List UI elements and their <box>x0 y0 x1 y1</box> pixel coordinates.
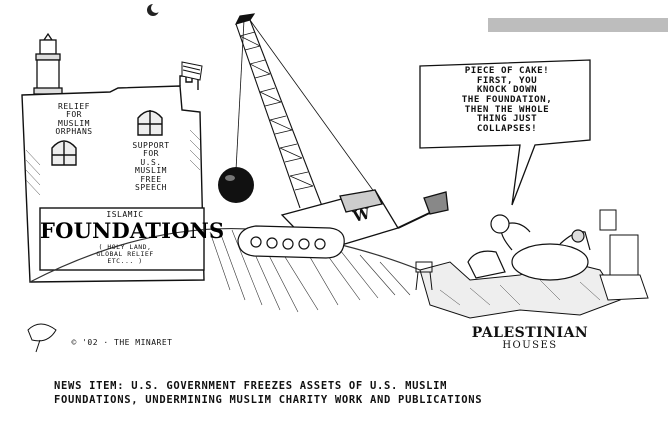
news-caption-line-2: FOUNDATIONS, UNDERMINING MUSLIM CHARITY … <box>54 394 483 407</box>
news-caption-line-1: NEWS ITEM: U.S. GOVERNMENT FREEZES ASSET… <box>54 380 448 392</box>
speech-line: KNOCK DOWN <box>476 84 538 96</box>
orphans-panel-label: RELIEF FOR MUSLIM ORPHANS <box>44 102 104 137</box>
houses-label: PALESTINIAN HOUSES <box>460 326 600 351</box>
speech-line: FIRST, YOU <box>476 74 538 86</box>
speech-line: THING JUST <box>476 113 538 125</box>
free-speech-panel-label: SUPPORT FOR U.S. MUSLIM FREE SPEECH <box>120 141 182 192</box>
free-speech-line: FOR <box>143 149 159 159</box>
speech-line: COLLAPSES! <box>476 122 538 134</box>
free-speech-line: U.S. <box>140 157 162 167</box>
flag <box>181 61 203 81</box>
stool <box>415 261 433 291</box>
wrecking-ball <box>218 167 254 203</box>
news-caption: NEWS ITEM: U.S. GOVERNMENT FREEZES ASSET… <box>54 380 614 407</box>
minaret <box>33 32 63 95</box>
orphans-line: RELIEF <box>58 102 90 111</box>
speech-line: PIECE OF CAKE! <box>464 65 550 76</box>
sign-subtitle-line: GLOBAL RELIEF <box>96 249 154 258</box>
sign-subtitle-line: ( HOLY LAND, <box>98 243 152 251</box>
sign-foundations: FOUNDATIONS <box>40 218 225 243</box>
houses-label-line-2: HOUSES <box>502 339 558 351</box>
crescent-icon <box>147 3 161 16</box>
sign-islamic: ISLAMIC <box>106 210 144 219</box>
speech-line: THEN THE WHOLE <box>464 103 550 115</box>
signature-doodle <box>27 323 57 353</box>
corner-bar <box>488 18 668 32</box>
crane-boom <box>234 13 381 209</box>
orphans-line: MUSLIM <box>58 118 90 128</box>
houses-label-line-1: PALESTINIAN <box>471 325 589 341</box>
orphans-line: FOR <box>66 110 82 120</box>
free-speech-line: SPEECH <box>135 182 167 192</box>
crane-tracks <box>237 225 345 259</box>
operator-figure <box>467 214 591 281</box>
sign-subtitle-line: etc... ) <box>107 256 143 265</box>
orphans-line: ORPHANS <box>55 127 93 137</box>
foundations-sign <box>39 207 205 271</box>
sign-subtitle: ( HOLY LAND, GLOBAL RELIEF etc... ) <box>70 244 180 264</box>
speech-line: THE FOUNDATION, <box>461 93 553 105</box>
speech-bubble <box>419 59 591 206</box>
free-speech-line: SUPPORT <box>132 141 170 150</box>
free-speech-line: MUSLIM <box>135 166 167 176</box>
speech-bubble-text: PIECE OF CAKE! FIRST, YOU KNOCK DOWN THE… <box>424 66 590 134</box>
free-speech-line: FREE <box>140 174 162 184</box>
signature: © '02 · THE MINARET <box>71 338 173 347</box>
